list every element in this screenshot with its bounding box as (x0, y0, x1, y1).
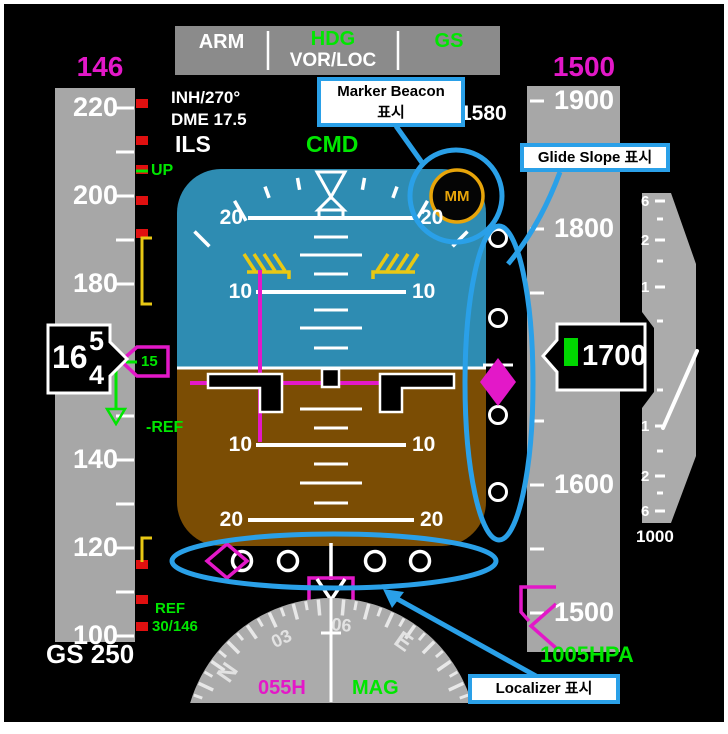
flap-15-label: 15 (141, 353, 158, 370)
marker-beacon-circle (429, 168, 485, 224)
fma-vorloc: VOR/LOC (289, 50, 377, 71)
heading-ref-mode: MAG (352, 677, 399, 699)
fma-bar (175, 26, 500, 75)
vsi-bottom-1: 1 (641, 418, 650, 435)
marker-annotation-circle (407, 147, 505, 245)
speed-label-140: 140 (72, 444, 118, 474)
airspeed-readout-hundreds: 16 (52, 339, 88, 375)
cmd-label: CMD (306, 131, 359, 157)
baro-setting: 1005HPA (540, 642, 634, 667)
pitch-10-dn-right: 10 (412, 433, 436, 456)
airspeed-readout-box (46, 323, 130, 395)
localizer-arrowhead (383, 589, 404, 608)
vsi-bottom-6: 6 (641, 503, 650, 520)
pitch-20-up-right: 20 (420, 206, 444, 229)
pitch-20-dn-right: 20 (420, 508, 444, 531)
marker-beacon-callout: Marker Beacon 표시 (317, 77, 465, 127)
alt-label-1800: 1800 (553, 213, 615, 243)
gs-speed-label: GS 250 (46, 639, 135, 669)
glideslope-diamond (480, 358, 516, 406)
ils-course: INH/270° (171, 88, 241, 107)
ils-label: ILS (175, 131, 211, 157)
alt-label-1600: 1600 (553, 469, 615, 499)
selected-airspeed: 146 (76, 51, 124, 82)
compass-label-060: 06 (331, 614, 353, 636)
flap-up-label: UP (151, 162, 174, 179)
localizer-diamond (204, 541, 250, 581)
pitch-20-dn-left: 20 (219, 508, 243, 531)
fma-hdg: HDG (310, 28, 356, 50)
ref-caret-label: -REF (146, 419, 184, 436)
bank-scale (193, 177, 469, 248)
vsi-ticks (655, 199, 665, 513)
alt-label-1500: 1500 (553, 597, 615, 627)
glideslope-callout-connector (506, 171, 563, 266)
compass-rose: 03 06 N E (190, 598, 472, 703)
fma-gs: GS (434, 30, 464, 52)
pitch-10-up-right: 10 (412, 280, 436, 303)
airspeed-ticks (116, 106, 134, 638)
amber-band-upper (140, 236, 152, 306)
speed-label-120: 120 (72, 532, 118, 562)
current-heading: 055H (258, 677, 306, 699)
vsi-top-1: 1 (641, 279, 650, 296)
selected-speed-bug (118, 345, 170, 378)
speed-label-220: 220 (72, 92, 118, 122)
pitch-ladder (248, 216, 414, 522)
amber-band-lower (140, 536, 152, 562)
selected-altitude-bug (519, 585, 558, 650)
vsi-top-2: 2 (641, 232, 650, 249)
marker-beacon-callout-line2: 표시 (377, 104, 405, 121)
localizer-scale (204, 541, 432, 581)
speed-label-100: 100 (72, 620, 118, 650)
localizer-annotation-ellipse (169, 531, 499, 591)
alt-label-1900: 1900 (553, 85, 615, 115)
fma-dividers (266, 31, 400, 70)
vsi-top-6: 6 (641, 193, 650, 210)
glideslope-annotation-ellipse (462, 223, 536, 543)
glideslope-scale (480, 228, 516, 502)
info-number: 1580 (460, 102, 507, 125)
comb-symbol-right (371, 253, 420, 279)
pitch-10-up-left: 10 (228, 280, 252, 303)
vsi-bottom-2: 2 (641, 468, 650, 485)
localizer-callout: Localizer 표시 (468, 674, 620, 704)
selected-altitude: 1500 (552, 51, 616, 82)
vsi-needle (661, 349, 699, 430)
glideslope-callout: Glide Slope 표시 (520, 143, 670, 172)
localizer-callout-arrow-line (390, 593, 538, 679)
vsi-scale-label: 1000 (636, 527, 674, 546)
marker-beacon-text: MM (444, 188, 470, 205)
altitude-readout-flag (564, 338, 578, 366)
airspeed-readout-lower: 4 (89, 360, 105, 390)
altitude-readout: 1700 (582, 340, 647, 372)
ref-value: 30/146 (152, 618, 198, 635)
ref-label: REF (155, 600, 185, 617)
speed-label-180: 180 (72, 268, 118, 298)
dme-distance: DME 17.5 (171, 110, 247, 129)
pitch-10-dn-left: 10 (228, 433, 252, 456)
pitch-20-up-left: 20 (219, 206, 243, 229)
aircraft-symbol (206, 367, 456, 414)
vsi (642, 193, 699, 523)
airspeed-readout-upper: 5 (89, 326, 105, 356)
fma-arm: ARM (198, 31, 245, 53)
speed-label-200: 200 (72, 180, 118, 210)
marker-beacon-callout-line1: Marker Beacon (337, 83, 445, 100)
marker-callout-connector (393, 124, 426, 166)
